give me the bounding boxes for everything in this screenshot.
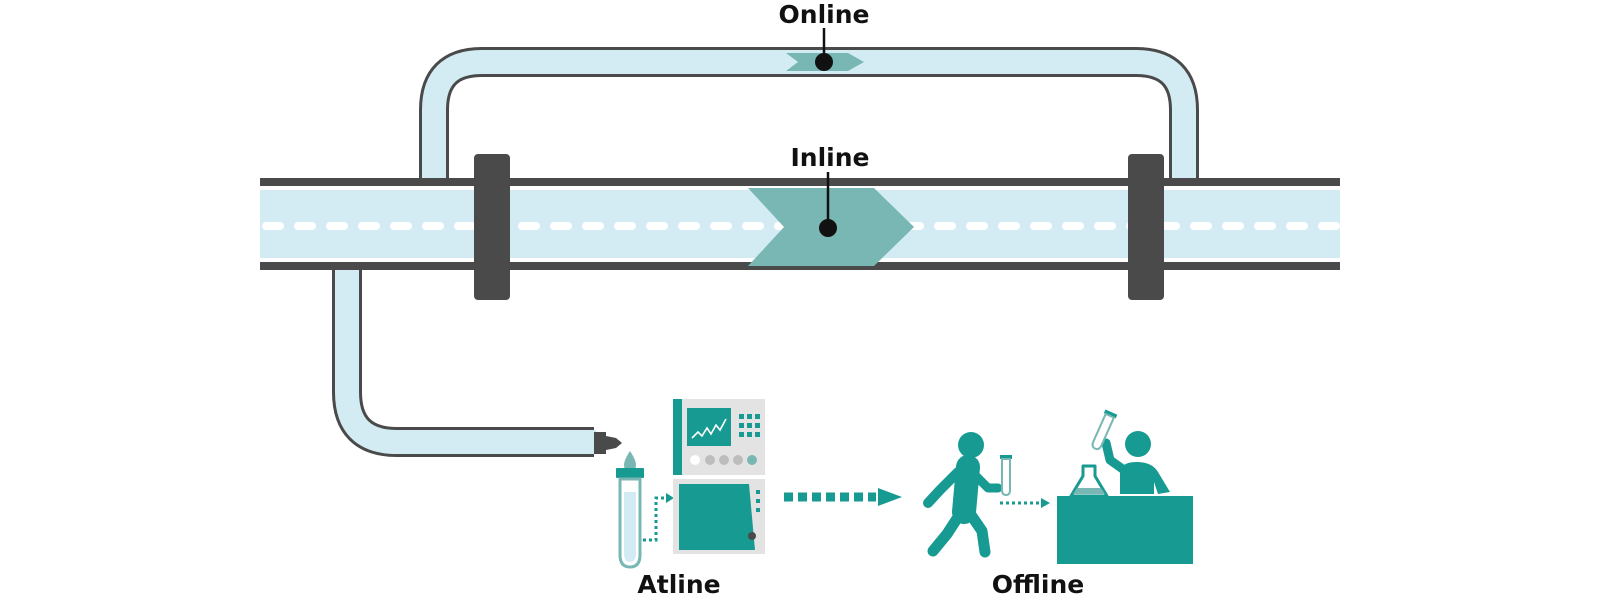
instrument-keypad (739, 414, 760, 437)
sampling-valve (594, 432, 622, 454)
right-flange (1128, 154, 1164, 300)
analyzer-instrument-icon (673, 399, 765, 554)
left-flange (474, 154, 510, 300)
inline-label: Inline (791, 143, 870, 172)
online-probe (786, 28, 864, 71)
erlenmeyer-flask-icon (1069, 464, 1109, 498)
instrument-screen (687, 408, 731, 446)
inline-marker-dot (819, 219, 837, 237)
transport-arrow (784, 488, 902, 506)
walking-person-icon (923, 432, 1003, 558)
inline-probe (748, 172, 914, 266)
atline-sampling-pipe (332, 260, 596, 457)
online-marker-dot (815, 53, 833, 71)
sample-transfer-arrow (643, 493, 674, 542)
raised-test-tube-icon (1091, 409, 1118, 451)
lab-scientist-icon (1057, 409, 1193, 564)
online-label: Online (779, 0, 870, 29)
instrument-knobs (690, 455, 757, 465)
instrument-chart-trace (691, 418, 727, 439)
handoff-arrow (1000, 498, 1050, 508)
lab-bench (1057, 496, 1193, 564)
carried-sample-tube-icon (1000, 455, 1012, 497)
droplet-icon (624, 451, 636, 471)
atline-label: Atline (637, 570, 720, 599)
sample-tube-icon (616, 468, 644, 569)
offline-label: Offline (992, 570, 1084, 599)
